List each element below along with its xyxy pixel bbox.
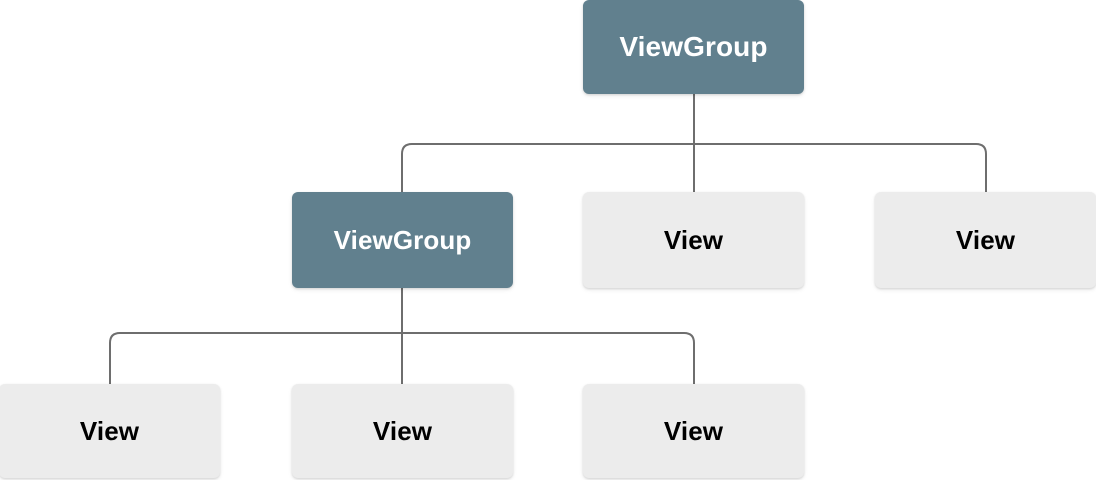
- node-label: View: [663, 416, 724, 446]
- node-view-n4[interactable]: View: [0, 384, 220, 478]
- node-label: ViewGroup: [619, 31, 768, 62]
- node-viewgroup-n1[interactable]: ViewGroup: [292, 192, 513, 288]
- node-label: View: [663, 225, 724, 255]
- node-view-n2[interactable]: View: [583, 192, 804, 288]
- node-view-n3[interactable]: View: [875, 192, 1096, 288]
- node-view-n6[interactable]: View: [583, 384, 804, 478]
- node-label: View: [79, 416, 140, 446]
- node-label: View: [955, 225, 1016, 255]
- connector-bus: [401, 143, 987, 192]
- connector-bus: [109, 332, 695, 384]
- node-viewgroup-root[interactable]: ViewGroup: [583, 0, 804, 94]
- node-view-n5[interactable]: View: [292, 384, 513, 478]
- node-label: ViewGroup: [333, 225, 472, 255]
- node-label: View: [372, 416, 433, 446]
